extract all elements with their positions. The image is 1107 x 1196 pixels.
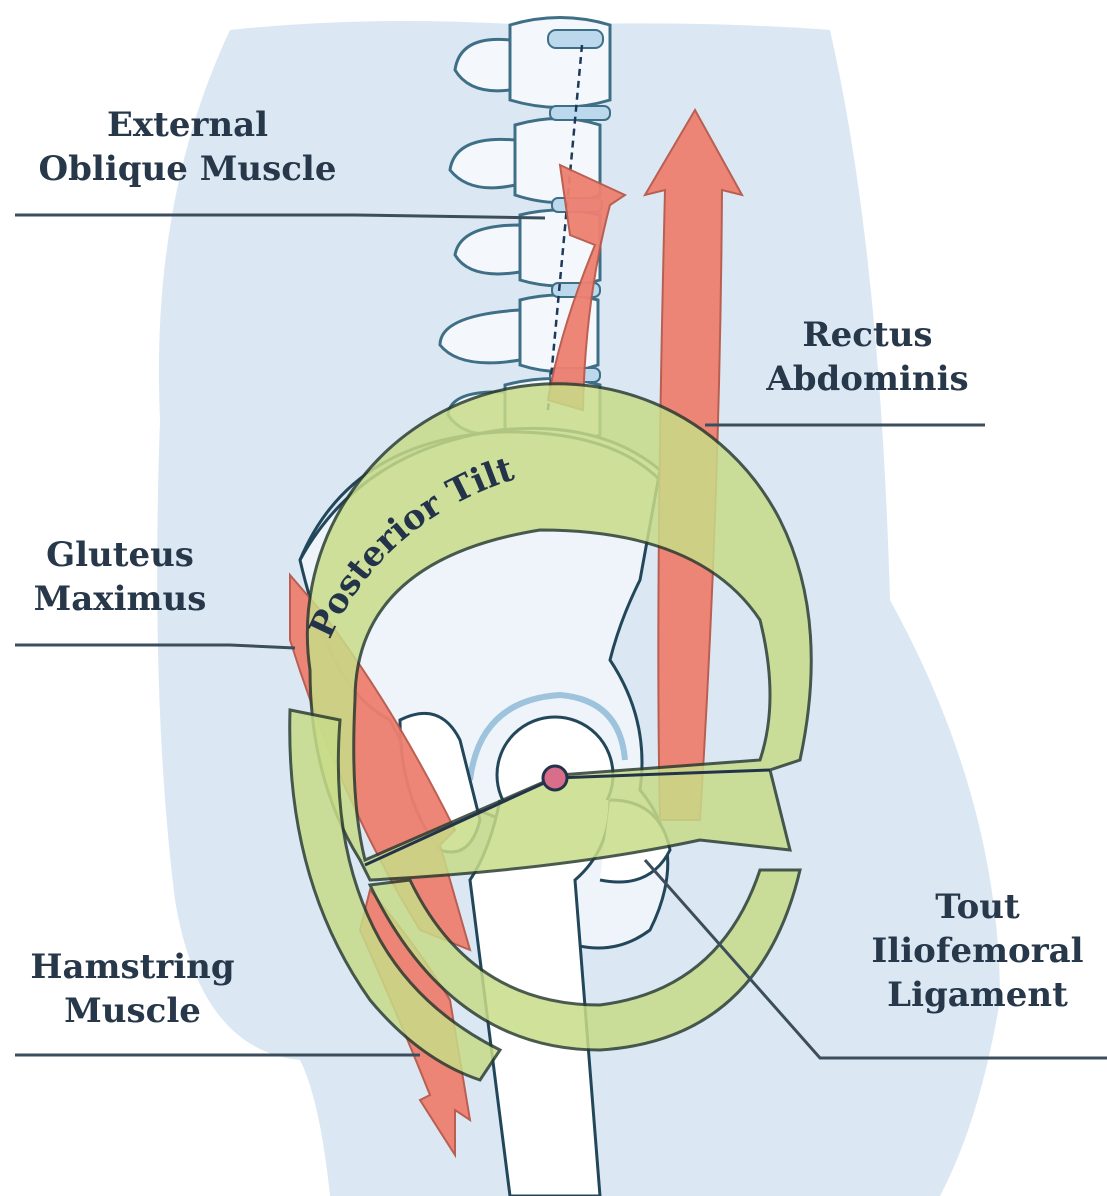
label-hamstring-muscle: Hamstring Muscle: [10, 945, 255, 1033]
label-iliofemoral-line3: Ligament: [850, 973, 1105, 1017]
label-rectus-abdominis: Rectus Abdominis: [745, 313, 990, 401]
hip-pivot-point: [543, 766, 567, 790]
label-external-oblique-line2: Oblique Muscle: [20, 147, 355, 191]
label-gluteus-maximus: Gluteus Maximus: [20, 533, 220, 621]
label-external-oblique: External Oblique Muscle: [20, 103, 355, 191]
label-iliofemoral-line2: Iliofemoral: [850, 929, 1105, 973]
label-hamstring-line1: Hamstring: [10, 945, 255, 989]
leader-gluteus-maximus: [15, 645, 295, 648]
label-iliofemoral-ligament: Tout Iliofemoral Ligament: [850, 885, 1105, 1017]
label-gluteus-maximus-line2: Maximus: [20, 577, 220, 621]
label-iliofemoral-line1: Tout: [850, 885, 1105, 929]
label-rectus-abdominis-line2: Abdominis: [745, 357, 990, 401]
label-external-oblique-line1: External: [20, 103, 355, 147]
label-hamstring-line2: Muscle: [10, 989, 255, 1033]
label-gluteus-maximus-line1: Gluteus: [20, 533, 220, 577]
label-rectus-abdominis-line1: Rectus: [745, 313, 990, 357]
